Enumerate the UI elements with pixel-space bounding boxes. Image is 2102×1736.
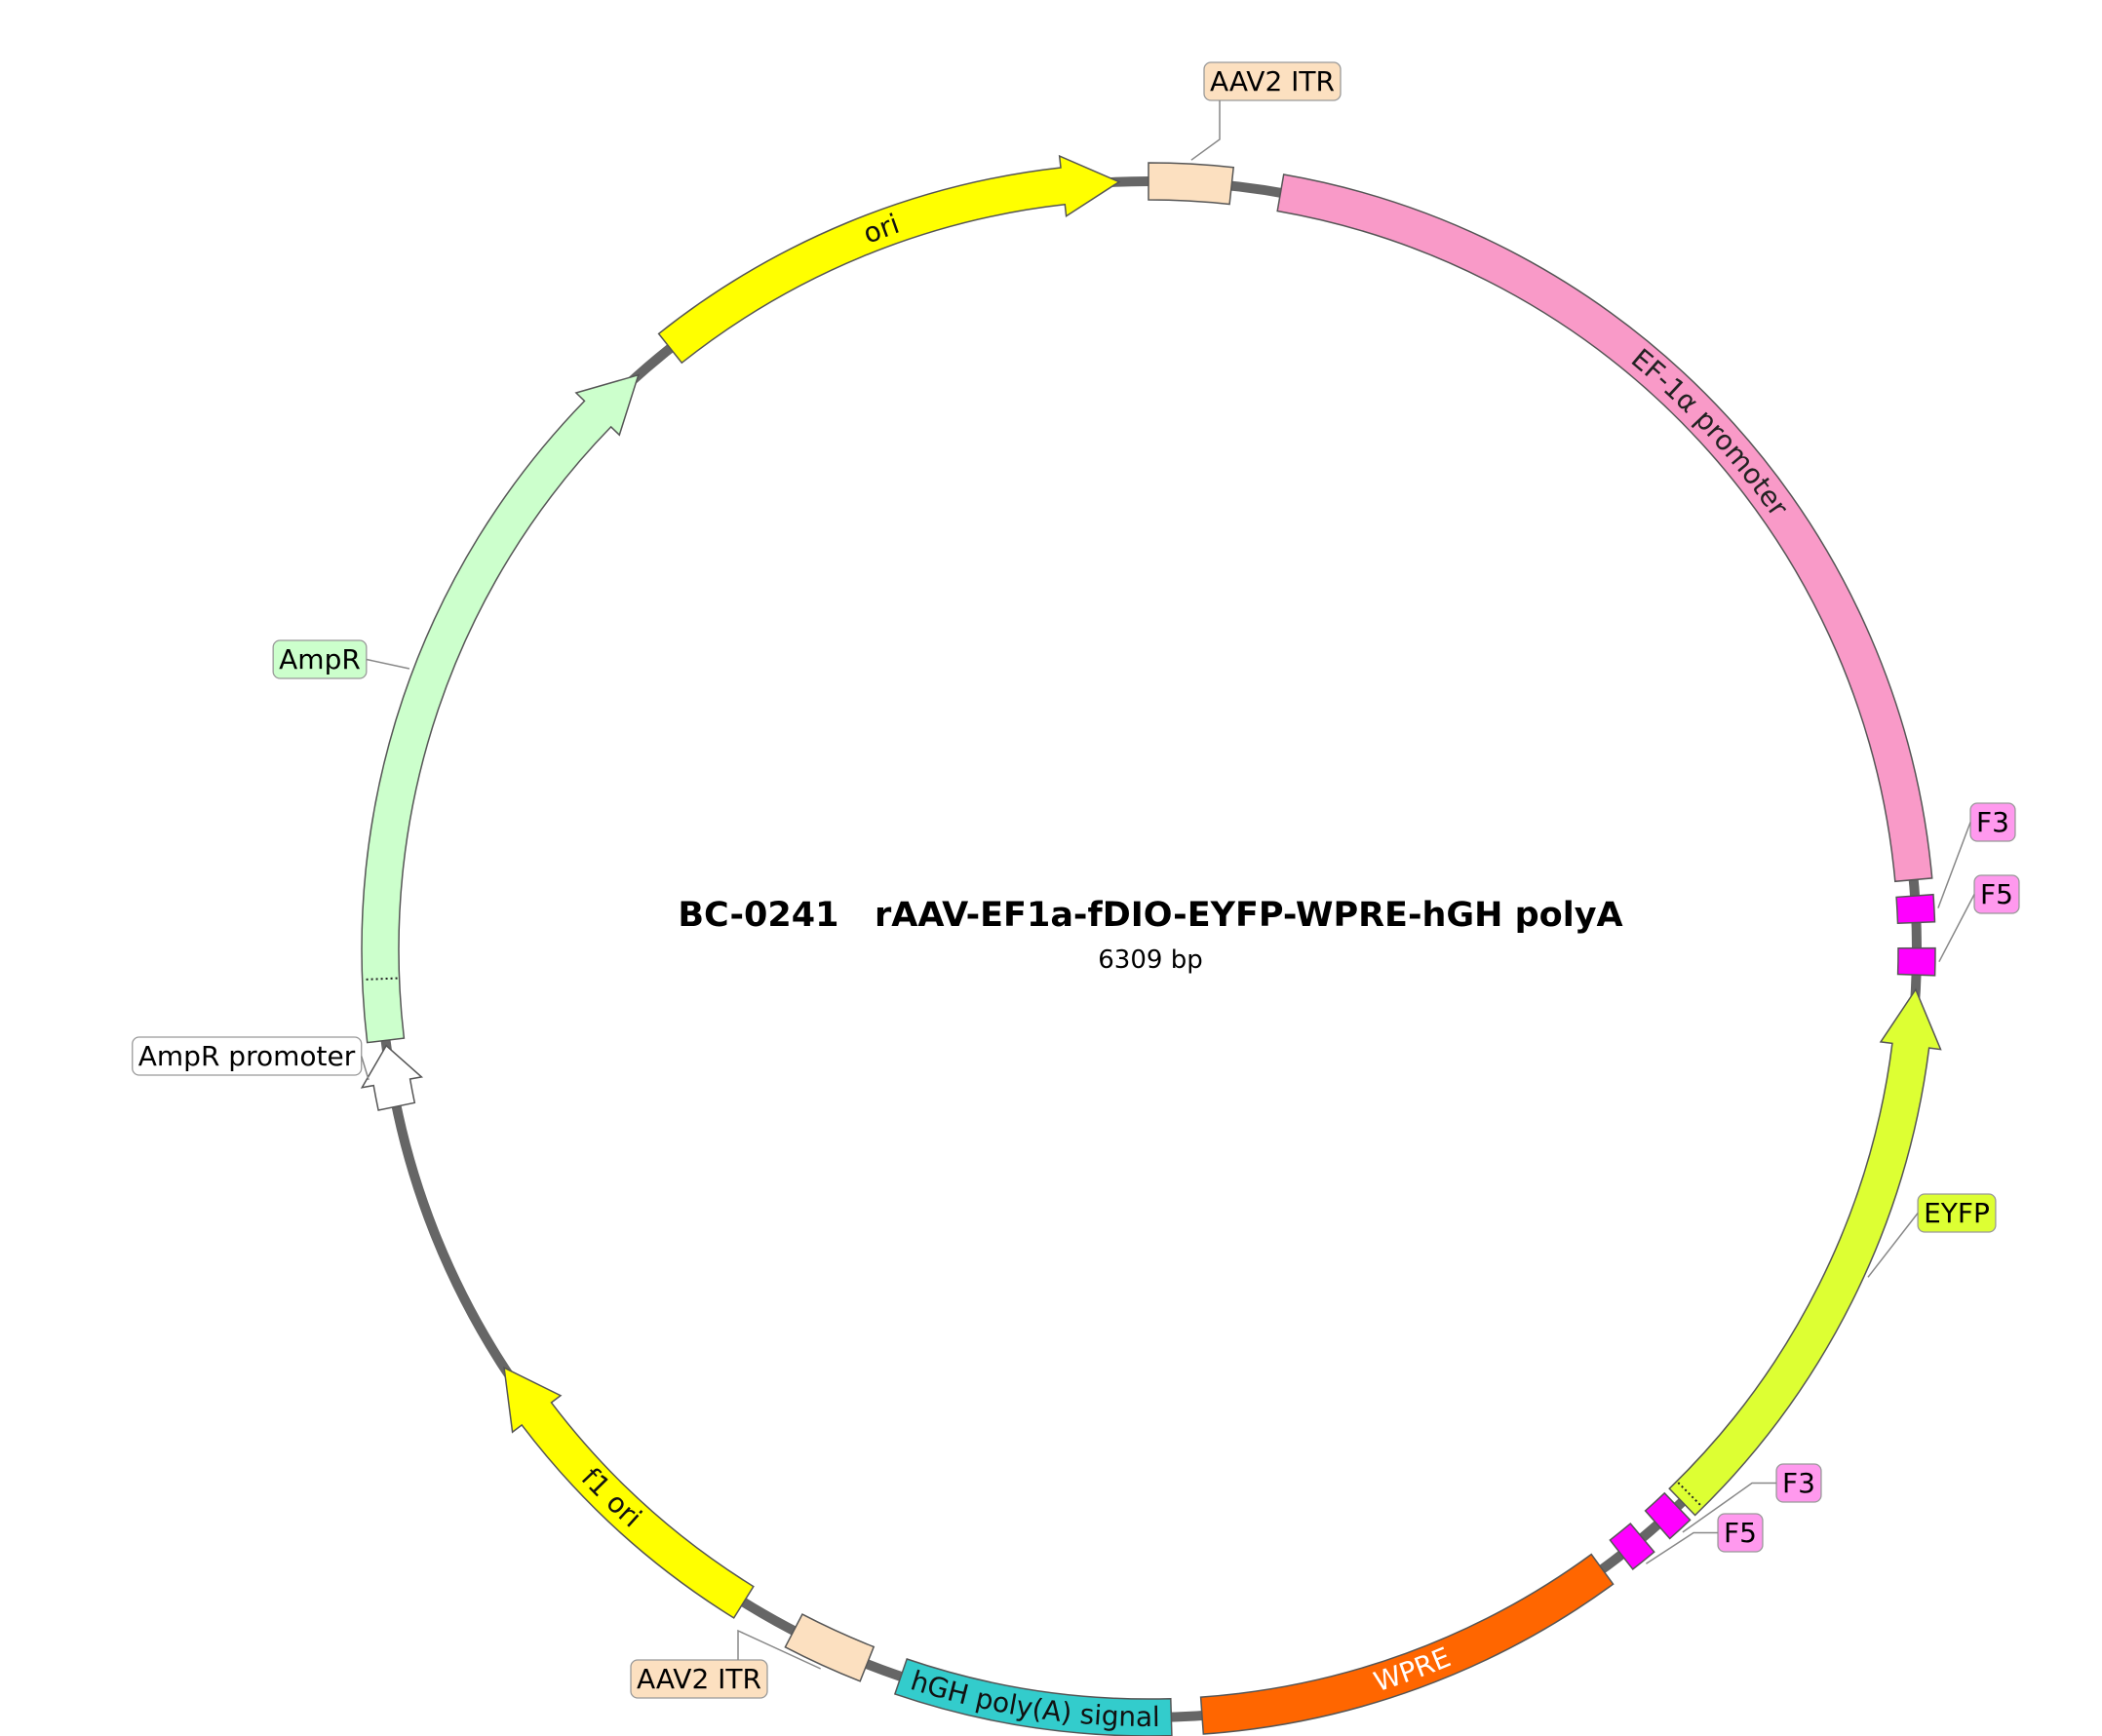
ori-shape — [657, 154, 1121, 365]
aav2-itr-bottom-leader-line — [737, 1629, 822, 1670]
ampr-promoter-leader-line — [361, 1056, 370, 1081]
ampr-label: AmpR — [279, 643, 361, 675]
f5-top-label: F5 — [1980, 878, 2013, 910]
hgh-polya-feature: hGH poly(A) signal — [893, 1658, 1173, 1736]
ampr-promoter-label: AmpR promoter — [138, 1040, 356, 1072]
aav2-itr-top-feature — [1148, 162, 1235, 206]
f5-top-feature — [1896, 946, 1936, 977]
eyfp-feature — [1668, 987, 1942, 1517]
ampr-shape — [361, 373, 640, 1044]
eyfp-label: EYFP — [1924, 1197, 1990, 1229]
aav2-itr-bottom-feature — [784, 1613, 876, 1682]
map-title: BC-0241 rAAV-EF1a-fDIO-EYFP-WPRE-hGH pol… — [678, 896, 1622, 935]
f1-ori-shape — [503, 1366, 755, 1619]
hgh-polya-shape — [893, 1658, 1173, 1736]
f5-bottom-shape — [1609, 1523, 1655, 1570]
f1-ori-feature: f1 ori — [503, 1366, 755, 1619]
f5-top-shape — [1896, 946, 1936, 977]
f5-bottom-callout: F5 — [1645, 1513, 1764, 1564]
ef1a-promoter-feature: EF-1α promoter — [1276, 174, 1933, 883]
aav2-itr-top-callout: AAV2 ITR — [1190, 61, 1342, 161]
ampr-promoter-feature — [360, 1044, 424, 1111]
ampr-promoter-callout: AmpR promoter — [132, 1036, 370, 1081]
f3-bottom-shape — [1644, 1491, 1692, 1540]
map-size-label: 6309 bp — [1098, 945, 1202, 975]
f3-bottom-feature — [1644, 1491, 1692, 1540]
f5-top-callout: F5 — [1938, 874, 2020, 963]
aav2-itr-top-leader-line — [1190, 100, 1221, 161]
eyfp-shape — [1668, 987, 1942, 1517]
aav2-itr-bottom-label: AAV2 ITR — [637, 1663, 761, 1695]
ampr-leader-line — [366, 658, 410, 670]
ampr-callout: AmpR — [272, 639, 410, 679]
eyfp-callout: EYFP — [1867, 1193, 1997, 1278]
f3-top-shape — [1895, 893, 1936, 924]
f3-top-feature — [1895, 893, 1936, 924]
f3-bottom-callout: F3 — [1682, 1463, 1822, 1533]
f5-top-leader-line — [1938, 894, 1975, 963]
f3-bottom-label: F3 — [1782, 1467, 1815, 1499]
ampr-promoter-shape — [360, 1044, 424, 1111]
eyfp-leader-line — [1867, 1213, 1919, 1278]
aav2-itr-top-label-box — [1203, 61, 1342, 101]
aav2-itr-bottom-callout: AAV2 ITR — [630, 1629, 822, 1699]
aav2-itr-top-shape — [1148, 162, 1235, 206]
eyfp-dotted-mark — [1677, 1482, 1702, 1507]
aav2-itr-bottom-shape — [784, 1613, 876, 1682]
f3-top-label: F3 — [1976, 806, 2009, 838]
wpre-shape — [1199, 1553, 1615, 1735]
f3-top-callout: F3 — [1937, 802, 2016, 908]
ef1a-promoter-shape — [1276, 174, 1933, 883]
aav2-itr-bottom-label-box — [630, 1659, 768, 1699]
f5-bottom-leader-line — [1645, 1531, 1719, 1564]
ampr-feature — [361, 373, 640, 1044]
aav2-itr-top-label: AAV2 ITR — [1210, 65, 1335, 97]
f5-bottom-label: F5 — [1724, 1517, 1757, 1549]
wpre-feature: WPRE — [1199, 1553, 1615, 1735]
f3-top-leader-line — [1937, 822, 1971, 908]
ef1a-promoter-label-path: EF-1α promoter — [1625, 342, 1795, 522]
ef1a-promoter-label: EF-1α promoter — [1625, 342, 1795, 522]
ori-feature: ori — [657, 154, 1121, 365]
f3-bottom-leader-line — [1682, 1482, 1777, 1533]
f5-bottom-feature — [1609, 1523, 1655, 1570]
ampr-dotted-mark — [364, 977, 398, 981]
